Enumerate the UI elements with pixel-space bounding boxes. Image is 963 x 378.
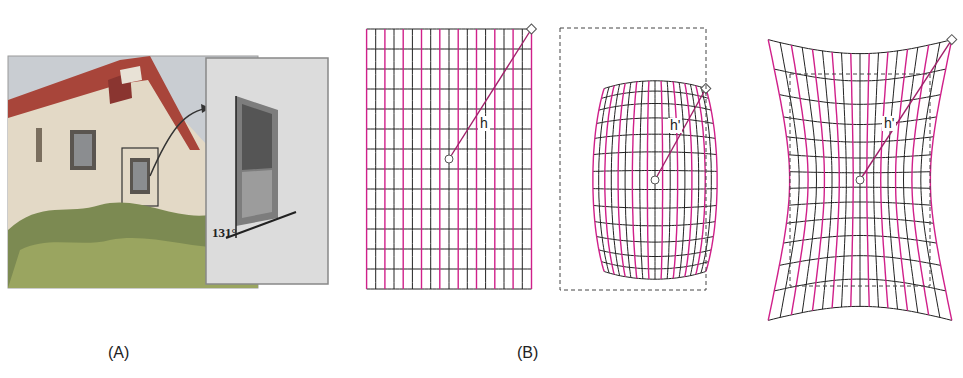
regular-grid-line [394, 29, 395, 289]
pincushion-grid-line [791, 45, 808, 315]
barrel-grid-line [618, 83, 625, 276]
barrel-grid-line [706, 89, 717, 272]
regular-grid-line [494, 29, 495, 289]
pincushion-grid-line [842, 53, 847, 307]
pincushion-grid-line [851, 53, 853, 306]
height-label: h [478, 116, 490, 131]
pincushion-grid-line [867, 53, 869, 306]
barrel-grid-line [696, 86, 705, 275]
regular-grid-line [485, 29, 486, 289]
pincushion-grid-line [896, 49, 908, 310]
pincushion-grid-line [912, 45, 929, 315]
pincushion-grid-line [832, 52, 839, 308]
regular-grid-line [430, 29, 431, 289]
pincushion-grid-line [768, 306, 952, 320]
window-inset [206, 58, 328, 284]
regular-grid-line [476, 29, 477, 289]
regular-grid-line [522, 29, 523, 289]
barrel-grid-line [632, 82, 636, 279]
regular-grid-line [512, 29, 513, 289]
pincushion-grid-line [904, 47, 918, 312]
reference-frame [790, 74, 930, 286]
regular-grid-line [375, 29, 376, 289]
barrel-grid-line [640, 81, 643, 279]
angle-label: 131° [212, 226, 237, 240]
pincushion-grid-line [802, 47, 816, 312]
frame-dashed [560, 28, 706, 290]
barrel-grid-line [661, 81, 663, 279]
regular-grid-line [366, 29, 367, 289]
regular-grid-radius [449, 29, 531, 159]
regular-grid-line [403, 29, 404, 289]
regular-grid-line [384, 29, 385, 289]
regular-grid-line [412, 29, 413, 289]
pincushion-grid-line [881, 52, 888, 308]
barrel-grid-line [625, 82, 631, 277]
pincushion-grid-line [768, 40, 789, 321]
barrel-grid-center [651, 176, 659, 184]
barrel-grid-line [667, 81, 670, 279]
pincushion-grid-line [823, 51, 833, 309]
regular-grid-line [439, 29, 440, 289]
regular-grid-line [458, 29, 459, 289]
pincushion-grid-line [768, 40, 952, 54]
pincushion-grid-center [856, 176, 864, 184]
regular-grid-line [467, 29, 468, 289]
panel-label: (B) [517, 344, 538, 362]
barrel-grid-line [605, 86, 614, 275]
barrel-grid-line [599, 87, 609, 273]
regular-grid-corner [527, 24, 537, 34]
barrel-grid-line [679, 82, 685, 277]
pincushion-grid-line [874, 53, 879, 307]
height-label: h' [668, 118, 682, 133]
pincushion-grid-radius [860, 40, 952, 180]
barrel-grid-line [647, 81, 649, 279]
pincushion-grid-line [813, 49, 825, 310]
regular-grid-line [421, 29, 422, 289]
height-label: h' [882, 116, 896, 131]
pincushion-grid-corner [947, 35, 957, 45]
regular-grid-line [531, 29, 532, 289]
panel-label: (A) [108, 344, 129, 362]
barrel-grid-line [685, 83, 692, 276]
barrel-grid-radius [655, 89, 706, 180]
regular-grid-line [504, 29, 505, 289]
barrel-grid-line [673, 82, 677, 279]
regular-grid-center [445, 155, 453, 163]
pincushion-grid-line [930, 40, 951, 321]
distortion-grids [367, 24, 957, 320]
